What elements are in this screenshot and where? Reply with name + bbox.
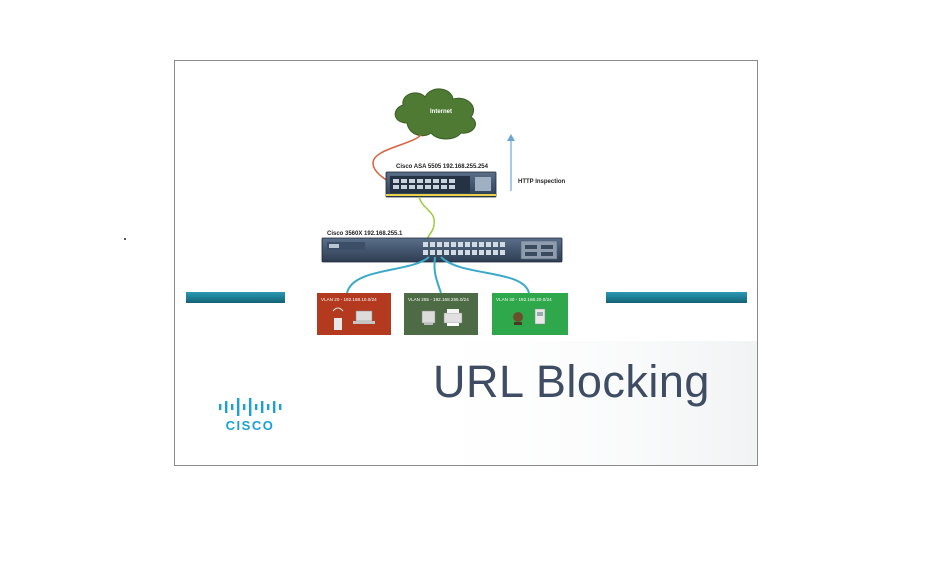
uplink	[418, 196, 436, 244]
camera-icon	[513, 312, 523, 325]
switch-icon	[321, 237, 563, 263]
internet-cloud-icon: Internet	[394, 88, 476, 140]
cisco-wordmark: CISCO	[226, 418, 275, 433]
left-band	[186, 292, 285, 303]
access-link-vlan255	[433, 256, 442, 294]
title-backdrop	[403, 341, 757, 465]
cisco-logo: CISCO	[215, 394, 295, 434]
cisco-logo-icon: CISCO	[219, 398, 282, 433]
vlan-20-label: VLAN 20 - 192.168.10.0/24	[321, 297, 377, 302]
wan-link	[372, 134, 422, 188]
server-icon	[421, 310, 436, 325]
inspection-arrowhead-icon	[507, 134, 515, 141]
vlan-20-box: VLAN 20 - 192.168.10.0/24	[317, 293, 391, 335]
laptop-icon	[353, 310, 375, 324]
asa-firewall-icon	[385, 171, 497, 198]
phone-icon	[534, 308, 546, 325]
right-band	[606, 292, 747, 303]
asa-label: Cisco ASA 5505 192.168.255.254	[396, 164, 489, 170]
access-link-vlan30	[440, 256, 530, 294]
network-diagram: Internet HTTP Inspection Cisco ASA 5505 …	[186, 88, 757, 465]
vlan-30-label: VLAN 30 - 192.168.20.0/24	[496, 297, 552, 302]
vlan-255-label: VLAN 255 - 192.168.255.0/24	[408, 297, 469, 302]
slide: Internet HTTP Inspection Cisco ASA 5505 …	[174, 60, 758, 466]
vlan-255-box: VLAN 255 - 192.168.255.0/24	[404, 293, 478, 335]
wireless-ap-icon	[332, 307, 344, 330]
inspection-label: HTTP Inspection	[518, 179, 566, 185]
slide-title: URL Blocking	[433, 356, 710, 407]
printer-icon	[443, 309, 463, 326]
stray-dot	[124, 238, 126, 240]
access-link-vlan20	[346, 256, 430, 294]
vlan-30-box: VLAN 30 - 192.168.20.0/24	[492, 293, 568, 335]
cloud-label: Internet	[430, 109, 452, 115]
switch-label: Cisco 3560X 192.168.255.1	[327, 231, 403, 237]
